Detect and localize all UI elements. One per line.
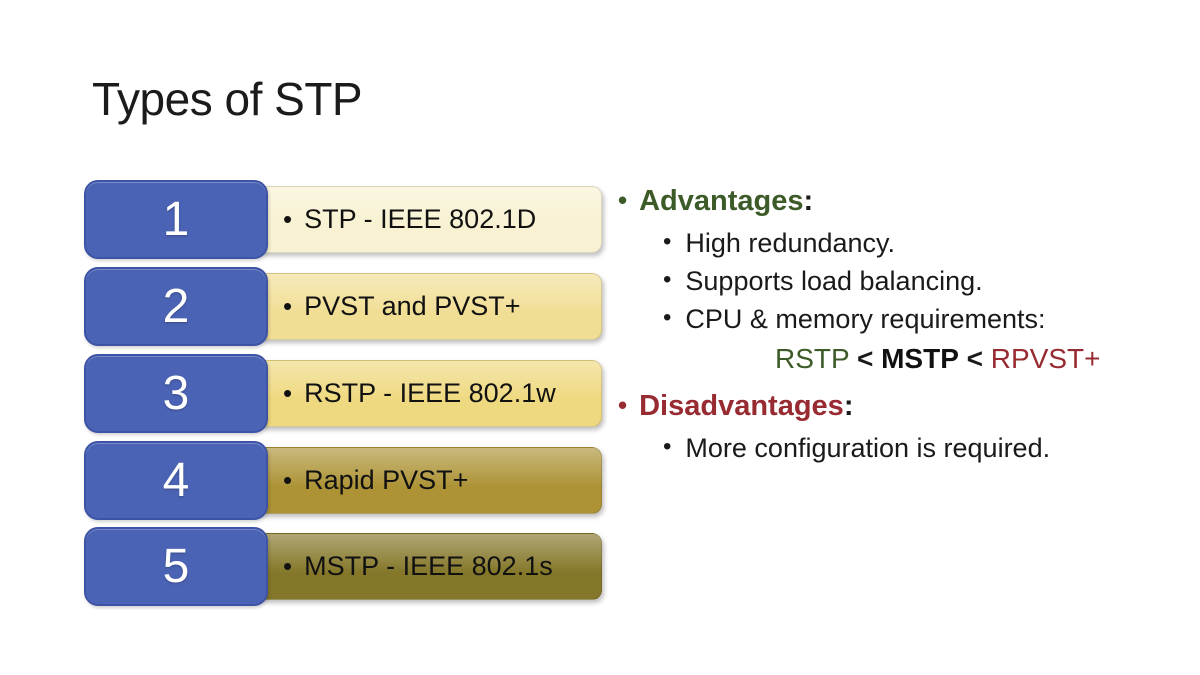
- stp-row-2: 2 • PVST and PVST+: [0, 267, 640, 346]
- number-badge-3: 3: [84, 354, 268, 433]
- type-label: STP - IEEE 802.1D: [304, 204, 537, 234]
- number-badge-label: 3: [162, 366, 190, 420]
- comparison-lt-2: <: [966, 343, 984, 374]
- number-badge-label: 4: [162, 453, 190, 507]
- advantage-item-3: • CPU & memory requirements:: [663, 304, 1046, 335]
- bullet-icon: •: [663, 228, 672, 255]
- type-label: RSTP - IEEE 802.1w: [304, 378, 556, 408]
- disadvantages-heading-colon: :: [843, 390, 854, 422]
- bullet-icon: •: [283, 204, 293, 234]
- type-label-box-5: • MSTP - IEEE 802.1s: [256, 533, 602, 600]
- type-label: MSTP - IEEE 802.1s: [304, 551, 553, 581]
- advantages-heading-label: Advantages: [639, 185, 804, 217]
- disadvantages-heading: • Disadvantages:: [618, 390, 854, 422]
- bullet-icon: •: [283, 378, 293, 408]
- bullet-icon: •: [283, 551, 293, 581]
- number-badge-2: 2: [84, 267, 268, 346]
- page-title: Types of STP: [92, 73, 363, 125]
- number-badge-label: 2: [162, 279, 190, 333]
- type-label-box-1: • STP - IEEE 802.1D: [256, 186, 602, 253]
- stp-row-1: 1 • STP - IEEE 802.1D: [0, 180, 640, 259]
- stp-row-5: 5 • MSTP - IEEE 802.1s: [0, 527, 640, 606]
- bullet-icon: •: [283, 291, 293, 321]
- type-label: Rapid PVST+: [304, 465, 469, 495]
- bullet-icon: •: [663, 433, 672, 460]
- bullet-icon: •: [618, 185, 628, 215]
- bullet-icon: •: [663, 266, 672, 293]
- number-badge-4: 4: [84, 441, 268, 520]
- bullet-icon: •: [618, 390, 628, 420]
- advantages-heading: • Advantages:: [618, 185, 814, 217]
- advantage-item-text: Supports load balancing.: [685, 266, 983, 296]
- comparison-rpvst: RPVST+: [990, 343, 1101, 374]
- number-badge-label: 5: [162, 539, 190, 593]
- advantage-item-text: High redundancy.: [685, 228, 896, 258]
- cpu-memory-comparison: RSTP < MSTP < RPVST+: [775, 343, 1101, 375]
- number-badge-5: 5: [84, 527, 268, 606]
- type-label: PVST and PVST+: [304, 291, 521, 321]
- disadvantage-item-1: • More configuration is required.: [663, 433, 1050, 464]
- stp-row-3: 3 • RSTP - IEEE 802.1w: [0, 354, 640, 433]
- comparison-mstp: MSTP: [881, 343, 959, 374]
- comparison-rstp: RSTP: [775, 343, 850, 374]
- advantage-item-2: • Supports load balancing.: [663, 266, 983, 297]
- stp-row-4: 4 • Rapid PVST+: [0, 441, 640, 520]
- advantage-item-text: CPU & memory requirements:: [685, 304, 1046, 334]
- number-badge-label: 1: [162, 192, 190, 246]
- type-label-box-2: • PVST and PVST+: [256, 273, 602, 340]
- bullet-icon: •: [283, 465, 293, 495]
- number-badge-1: 1: [84, 180, 268, 259]
- type-label-box-4: • Rapid PVST+: [256, 447, 602, 514]
- disadvantages-heading-label: Disadvantages: [639, 390, 844, 422]
- disadvantage-item-text: More configuration is required.: [685, 433, 1051, 463]
- bullet-icon: •: [663, 304, 672, 331]
- type-label-box-3: • RSTP - IEEE 802.1w: [256, 360, 602, 427]
- comparison-lt-1: <: [856, 343, 874, 374]
- advantages-heading-colon: :: [803, 185, 814, 217]
- advantage-item-1: • High redundancy.: [663, 228, 895, 259]
